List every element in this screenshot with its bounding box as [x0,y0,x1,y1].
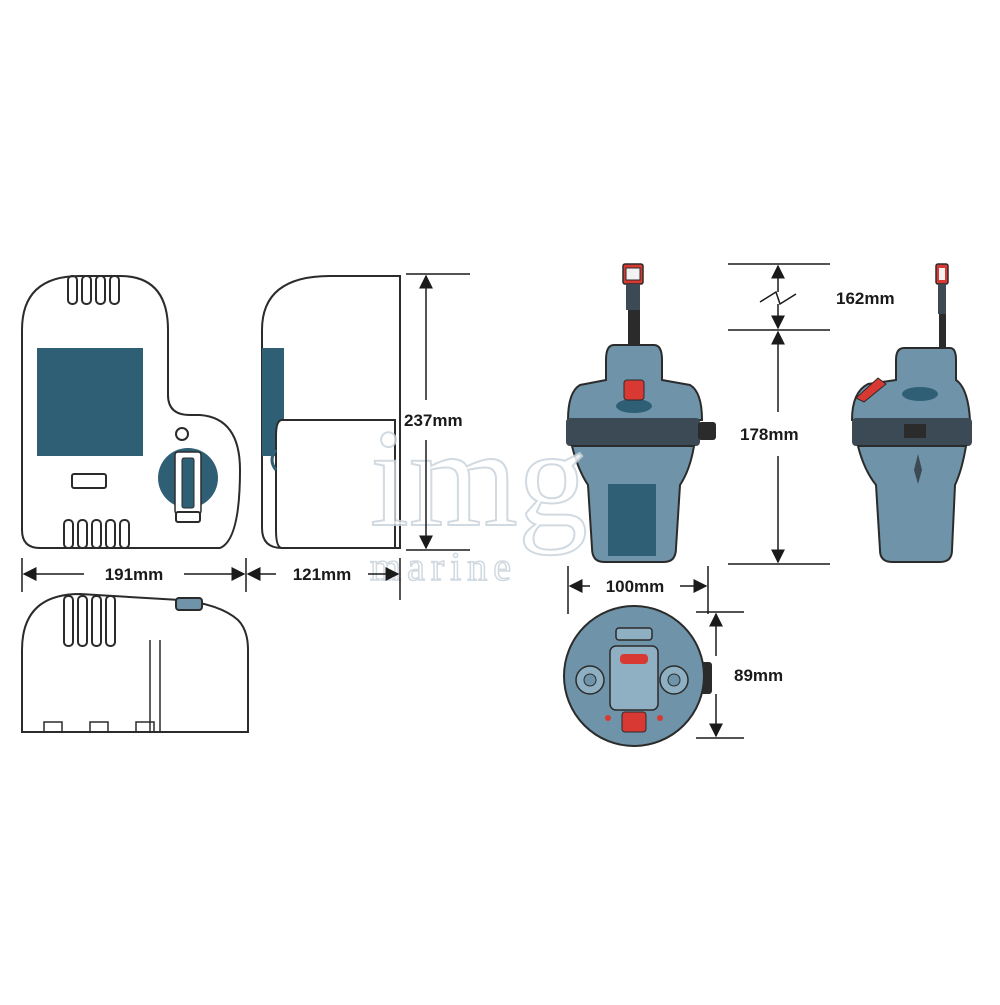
dim-beacon-antenna: 162mm [836,289,895,308]
dim-bracket-depth: 121mm [293,565,352,584]
dim-bracket-width: 191mm [105,565,164,584]
bracket-release-knob [158,427,218,523]
beacon-band [566,418,700,446]
bracket-slot [71,473,107,489]
img-marine-watermark: img marine [369,400,589,590]
bracket-bottom-ribs [63,519,130,549]
dim-beacon-depth: 89mm [734,666,783,685]
beacon-front-view [566,263,716,563]
svg-text:marine: marine [370,544,517,589]
dim-bracket-height: 237mm [404,411,463,430]
bracket-bottom-ribs-side [63,595,116,647]
bracket-top-ribs [67,275,120,305]
beacon-top-view [563,605,712,747]
bracket-label-panel [37,348,143,456]
bracket-front-view [21,275,242,549]
bracket-top-nub [175,597,203,611]
beacon-red-switch [623,379,645,401]
beacon-label [608,484,656,556]
dimension-labels: 191mm 121mm 237mm 162mm 178mm 100mm 89mm [105,289,895,685]
dim-beacon-height: 178mm [740,425,799,444]
svg-text:img: img [370,401,588,556]
dimension-lines [21,263,830,739]
bracket-bottom-view [21,592,249,733]
dim-beacon-width: 100mm [606,577,665,596]
beacon-side-view [850,263,972,563]
bracket-side-view [261,275,401,549]
